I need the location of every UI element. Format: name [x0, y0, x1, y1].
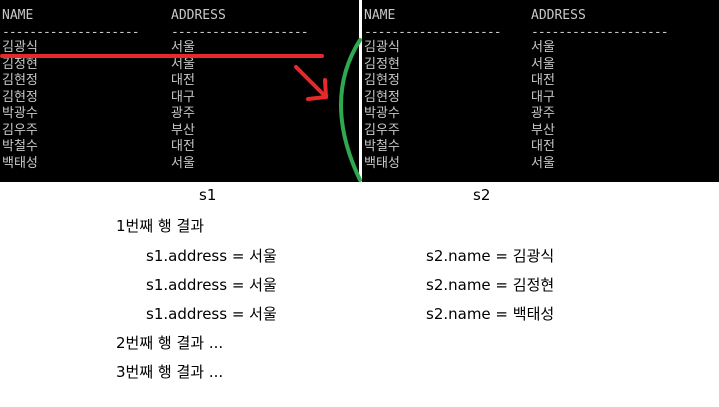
s2-name-cell: 김우주	[364, 122, 400, 138]
s2-address-cell: 부산	[531, 122, 555, 138]
table-row: 박광수 광주	[2, 106, 359, 123]
s2-address-cell: 서울	[531, 155, 555, 171]
table-row: 백태성 서울	[2, 156, 359, 173]
s2-name-cell: 김현정	[364, 73, 400, 88]
table-row: 김현정 대구	[364, 90, 719, 107]
row1-condition-left-1: s1.address = 서울	[146, 247, 277, 265]
row1-condition-right-2: s2.name = 김정현	[426, 276, 555, 294]
s2-address-cell: 서울	[531, 56, 555, 72]
s1-name-cell: 백태성	[2, 155, 38, 171]
table-row: 김현정 대구	[2, 90, 359, 107]
table-row: 김정현 서울	[2, 57, 359, 74]
s1-address-cell: 대구	[171, 89, 195, 105]
s1-caption: s1	[199, 186, 217, 204]
s2-col-address-separator: --------------------	[531, 25, 669, 40]
s1-name-cell: 박철수	[2, 139, 38, 154]
s1-col-address-separator: --------------------	[171, 25, 309, 40]
table-row: 김정현 서울	[364, 57, 719, 74]
row1-condition-right-1: s2.name = 김광식	[426, 247, 555, 265]
s2-name-cell: 백태성	[364, 155, 400, 171]
table-row: 김광식 서울	[364, 40, 719, 57]
s2-caption: s2	[473, 186, 491, 204]
s1-col-name-separator: --------------------	[2, 25, 140, 40]
table-row: 백태성 서울	[364, 156, 719, 173]
s1-address-cell: 대전	[171, 73, 195, 88]
s2-col-address-header: ADDRESS	[531, 8, 586, 23]
table-row: 박철수 대전	[2, 139, 359, 156]
s1-address-cell: 서울	[171, 56, 195, 72]
s1-address-cell: 서울	[171, 155, 195, 171]
s1-name-cell: 김현정	[2, 89, 38, 105]
s1-col-name-header: NAME	[2, 8, 34, 23]
row1-condition-right-3: s2.name = 백태성	[426, 305, 555, 323]
s2-col-name-separator: --------------------	[364, 25, 502, 40]
table-row: 김우주 부산	[2, 123, 359, 140]
s1-col-address-header: ADDRESS	[171, 8, 226, 23]
s1-address-cell: 대전	[171, 139, 195, 154]
s1-address-cell: 서울	[171, 40, 195, 55]
s2-col-name-header: NAME	[364, 8, 396, 23]
row3-result-title: 3번째 행 결과 ...	[116, 363, 224, 381]
s2-name-cell: 박철수	[364, 139, 400, 154]
s1-name-cell: 김우주	[2, 122, 38, 138]
s2-name-cell: 박광수	[364, 106, 400, 121]
table-row: 김광식 서울	[2, 40, 359, 57]
s2-address-cell: 서울	[531, 40, 555, 55]
s2-address-cell: 대전	[531, 139, 555, 154]
row1-condition-left-3: s1.address = 서울	[146, 305, 277, 323]
s1-name-cell: 김현정	[2, 73, 38, 88]
table-row: 박광수 광주	[364, 106, 719, 123]
s2-name-cell: 김광식	[364, 40, 400, 55]
s1-name-cell: 김정현	[2, 56, 38, 72]
s2-console: NAME ADDRESS -------------------- ------…	[362, 0, 719, 182]
s2-address-cell: 대전	[531, 73, 555, 88]
s1-name-cell: 김광식	[2, 40, 38, 55]
s2-name-cell: 김정현	[364, 56, 400, 72]
row1-result-title: 1번째 행 결과	[116, 217, 205, 235]
table-row: 김현정 대전	[2, 73, 359, 90]
s2-address-cell: 대구	[531, 89, 555, 105]
s1-address-cell: 부산	[171, 122, 195, 138]
s2-address-cell: 광주	[531, 106, 555, 121]
table-row: 김현정 대전	[364, 73, 719, 90]
s1-address-cell: 광주	[171, 106, 195, 121]
s1-name-cell: 박광수	[2, 106, 38, 121]
table-row: 박철수 대전	[364, 139, 719, 156]
row1-condition-left-2: s1.address = 서울	[146, 276, 277, 294]
row2-result-title: 2번째 행 결과 ...	[116, 334, 224, 352]
s1-console: NAME ADDRESS -------------------- ------…	[0, 0, 359, 182]
table-row: 김우주 부산	[364, 123, 719, 140]
s2-name-cell: 김현정	[364, 89, 400, 105]
